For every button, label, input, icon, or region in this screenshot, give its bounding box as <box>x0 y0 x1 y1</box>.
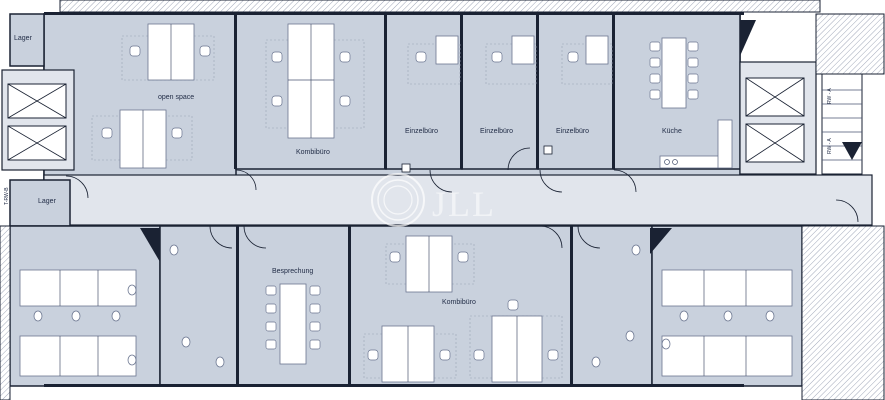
label-besprechung: Besprechung <box>272 268 313 275</box>
door-arc <box>507 147 531 171</box>
desk-einzelbuero-2 <box>485 35 537 85</box>
room-lager-left <box>9 179 71 227</box>
label-kombibuero-bottom: Kombibüro <box>442 299 476 306</box>
door-arc <box>429 169 453 193</box>
label-rw-a-1: RW - A <box>827 88 833 104</box>
label-lager-top: Lager <box>14 35 33 42</box>
hatch-left-edge <box>0 225 11 400</box>
wall-divider <box>236 226 239 386</box>
door-arc <box>577 225 601 249</box>
door-arc <box>243 225 267 249</box>
wall-divider <box>234 14 237 169</box>
restroom-fixtures-right <box>591 244 793 377</box>
desk-einzelbuero-1 <box>407 35 461 85</box>
stair-steps-right <box>822 89 862 161</box>
jll-watermark <box>371 173 425 227</box>
hatch-top-edge <box>59 0 821 13</box>
kitchen-counter <box>659 119 733 169</box>
wall-divider <box>348 226 351 386</box>
kitchen-table <box>649 37 699 109</box>
label-rw-a-2: RW - A <box>827 138 833 154</box>
desk-group-kombibuero-bottom-left <box>363 325 457 383</box>
desk-group-open-space-top <box>121 23 215 81</box>
elevator-left-1 <box>7 83 67 119</box>
door-arc <box>835 199 859 223</box>
watermark-text: JLL <box>432 184 496 224</box>
label-einzelbuero-3: Einzelbüro <box>556 128 589 135</box>
label-einzelbuero-1: Einzelbüro <box>405 128 438 135</box>
wall-divider <box>384 14 387 169</box>
desk-group-kombibuero-bottom-right <box>469 299 563 383</box>
wall-top <box>44 12 744 15</box>
door-arc <box>235 169 257 191</box>
label-open-space: open space <box>158 94 194 101</box>
wall-corner <box>650 228 672 254</box>
wall-corner <box>140 228 160 262</box>
stair-hatch-top-right <box>815 13 885 75</box>
door-arc <box>539 225 563 249</box>
door-marker <box>401 163 411 173</box>
label-kombibuero-top: Kombibüro <box>296 149 330 156</box>
wall-divider <box>612 14 615 169</box>
wall-divider <box>460 14 463 169</box>
direction-arrow-icon <box>842 142 862 160</box>
door-arc <box>539 169 563 193</box>
desk-group-kombibuero-top <box>265 23 365 139</box>
elevator-right-2 <box>745 123 805 163</box>
desk-group-open-space-bottom <box>91 109 193 169</box>
label-lager-left: Lager <box>38 198 57 205</box>
door-arc <box>613 169 637 193</box>
stair-hatch-bottom-right <box>801 225 885 400</box>
stair-right <box>821 73 863 175</box>
restroom-fixtures-left <box>19 244 225 377</box>
wall-corner <box>740 20 756 56</box>
label-einzelbuero-2: Einzelbüro <box>480 128 513 135</box>
label-kueche: Küche <box>662 128 682 135</box>
door-arc <box>65 175 89 199</box>
wall-divider <box>536 14 539 169</box>
desk-einzelbuero-3 <box>561 35 613 85</box>
door-arc <box>209 225 233 249</box>
meeting-table-besprechung <box>265 283 321 365</box>
elevator-right-1 <box>745 77 805 117</box>
room-lager-top <box>9 13 45 67</box>
desk-group-kombibuero-bottom-top <box>385 235 475 293</box>
elevator-left-2 <box>7 125 67 161</box>
wall-bottom <box>44 384 744 387</box>
door-marker <box>543 145 553 155</box>
label-t-rw-b: T-RW-B <box>4 187 10 205</box>
wall-divider <box>570 226 573 386</box>
